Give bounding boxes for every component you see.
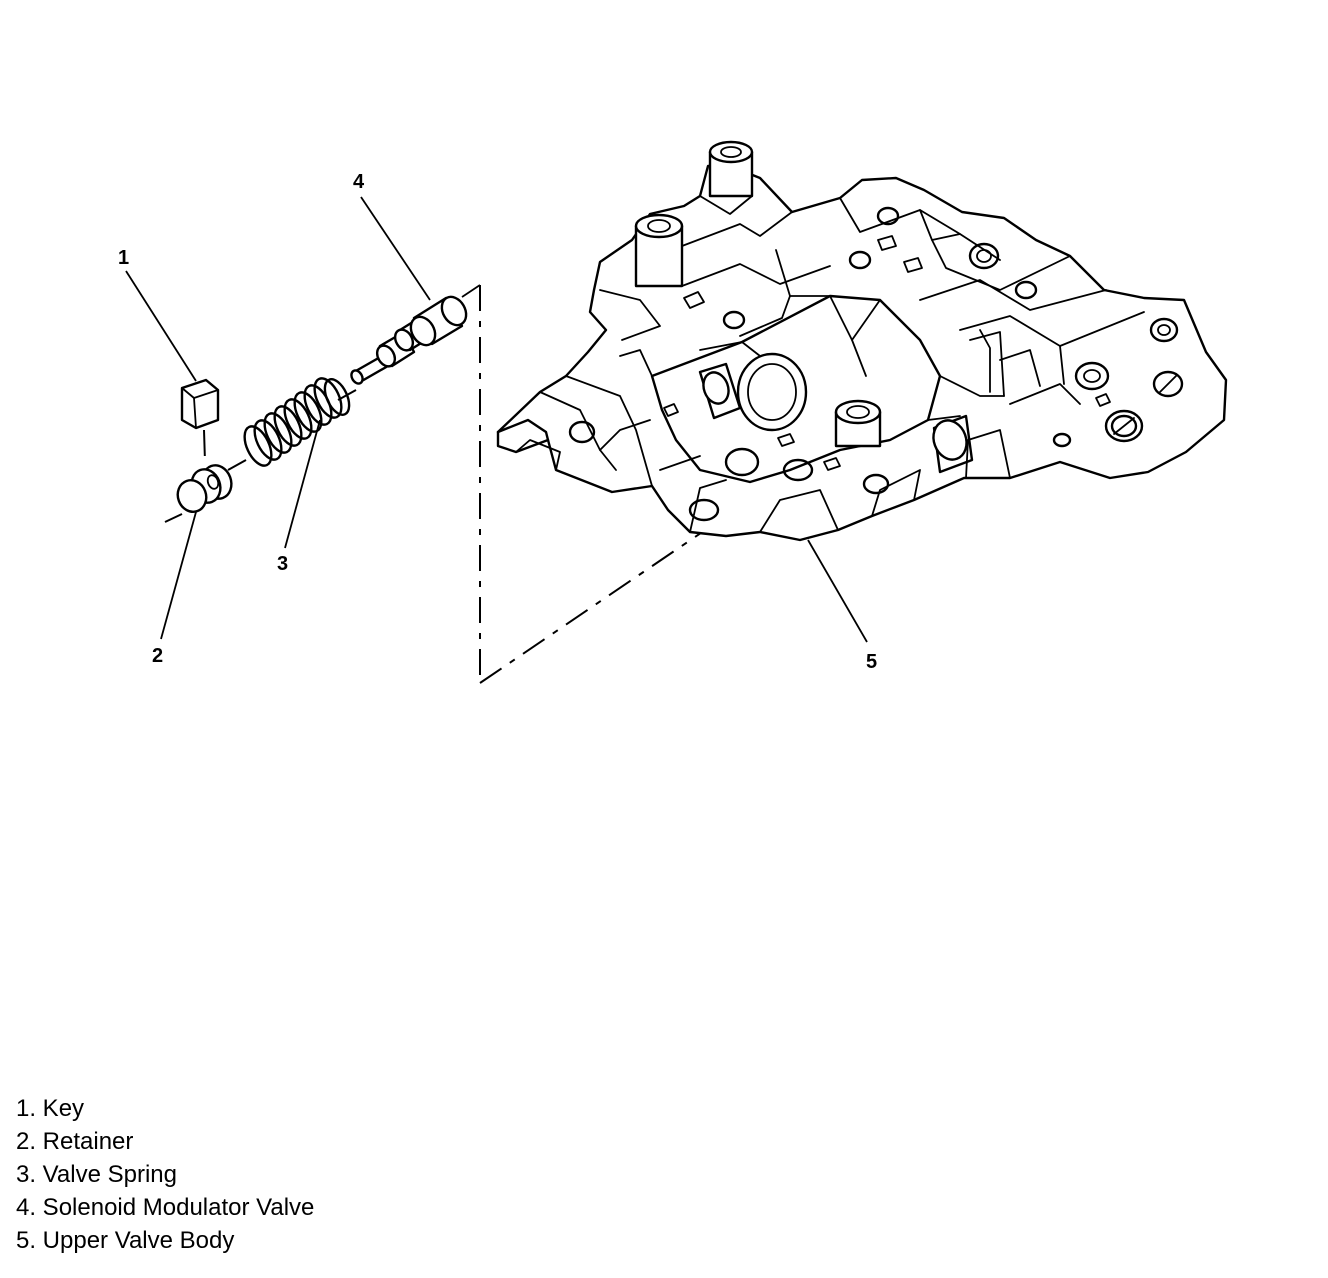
legend-item-retainer: 2. Retainer <box>16 1128 134 1155</box>
callout-leaders <box>125 196 868 643</box>
valve-body-posts <box>634 140 974 474</box>
callout-5: 5 <box>866 651 877 673</box>
callout-2: 2 <box>152 645 163 667</box>
valve-body-holes <box>568 206 1184 522</box>
installation-path-line <box>461 284 771 684</box>
valve-spring-part <box>243 377 351 467</box>
legend-item-upper-valve-body: 5. Upper Valve Body <box>16 1227 235 1254</box>
solenoid-modulator-valve-part <box>350 295 468 385</box>
valve-body-ribs <box>565 195 1145 533</box>
callout-3: 3 <box>277 553 288 575</box>
legend-item-valve-spring: 3. Valve Spring <box>16 1161 177 1188</box>
legend-item-key: 1. Key <box>16 1095 85 1122</box>
legend-item-solenoid-modulator-valve: 4. Solenoid Modulator Valve <box>16 1194 315 1221</box>
key-part <box>180 378 220 430</box>
retainer-part <box>176 464 233 513</box>
parts-legend: 1. Key 2. Retainer 3. Valve Spring 4. So… <box>16 1092 314 1257</box>
valve-body-ports <box>663 235 1111 471</box>
upper-valve-body-part <box>496 140 1228 542</box>
callout-4: 4 <box>353 171 365 193</box>
callout-1: 1 <box>118 247 129 269</box>
